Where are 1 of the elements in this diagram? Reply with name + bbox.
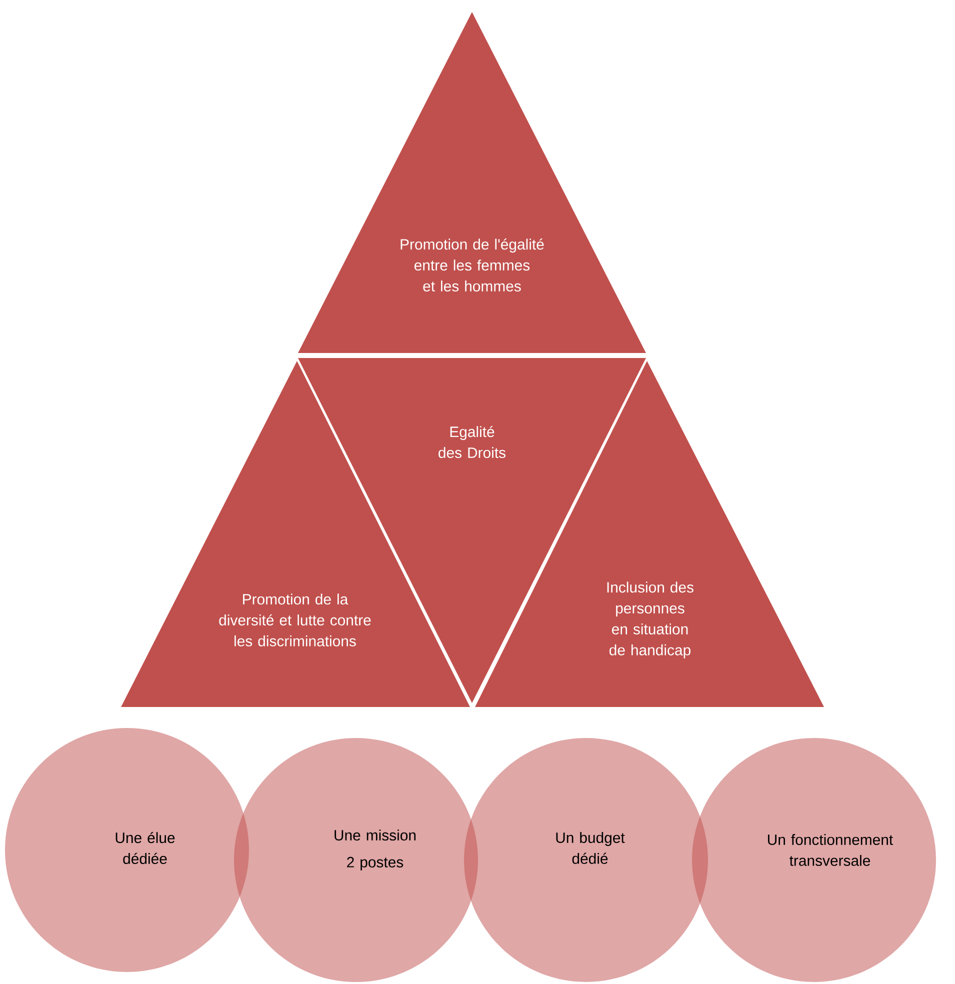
- triangle: Promotion de l'égalité entre les femmes et les hommes: [298, 12, 646, 353]
